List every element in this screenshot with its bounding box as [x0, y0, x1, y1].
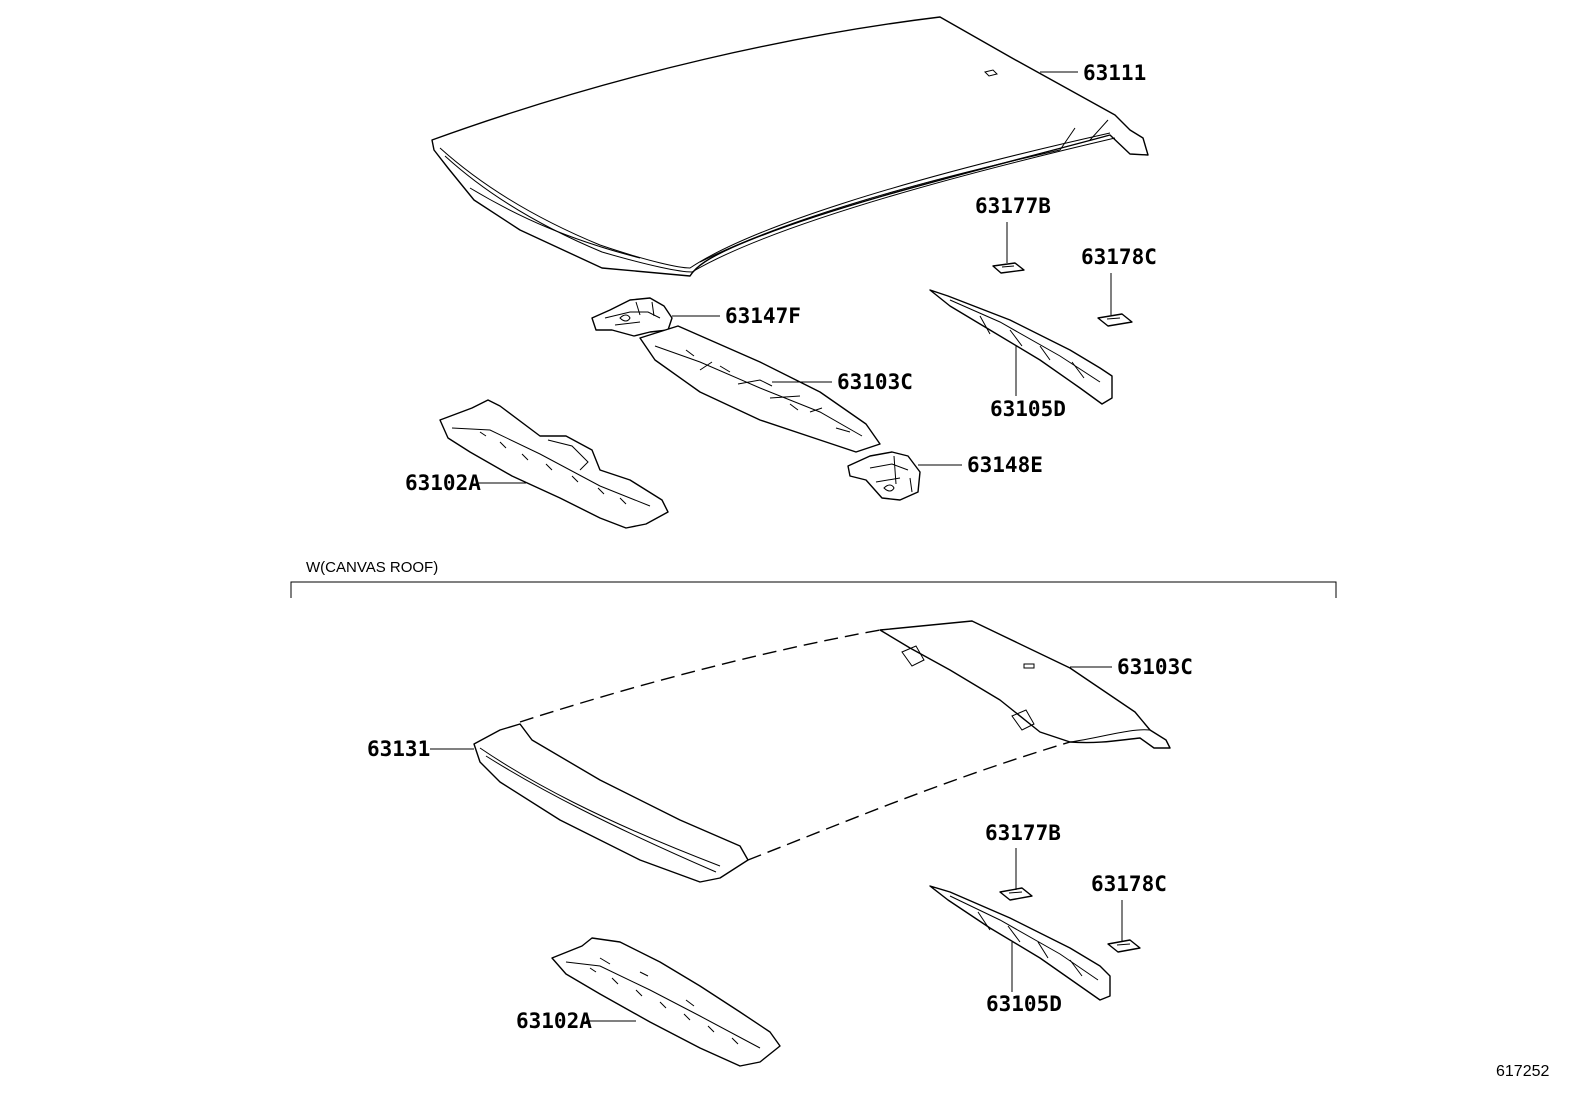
pad-63177B-bottom[interactable]	[999, 887, 1033, 901]
header-panel-63102A-bottom[interactable]	[551, 937, 781, 1067]
callout-63178C-bottom[interactable]: 63178C	[1091, 872, 1167, 896]
rail-63105D-top[interactable]	[929, 289, 1113, 405]
rear-roof-panel-63103C-bottom[interactable]	[879, 620, 1171, 749]
roof-panel-63111[interactable]	[431, 16, 1149, 277]
callout-63111[interactable]: 63111	[1083, 61, 1146, 85]
callout-63102A-top[interactable]: 63102A	[405, 471, 481, 495]
callout-63105D-bottom[interactable]: 63105D	[986, 992, 1062, 1016]
canvas-roof-outline	[519, 629, 881, 723]
callout-63148E[interactable]: 63148E	[967, 453, 1043, 477]
diagram-reference-number: 617252	[1496, 1063, 1549, 1080]
front-header-63131[interactable]	[473, 723, 749, 883]
section-bracket	[290, 581, 1337, 598]
callout-63147F[interactable]: 63147F	[725, 304, 801, 328]
pad-63178C-top[interactable]	[1097, 313, 1133, 327]
callout-63178C-top[interactable]: 63178C	[1081, 245, 1157, 269]
bracket-63148E[interactable]	[847, 451, 921, 501]
callout-63177B-top[interactable]: 63177B	[975, 194, 1051, 218]
callout-63105D-top[interactable]: 63105D	[990, 397, 1066, 421]
callout-63102A-bottom[interactable]: 63102A	[516, 1009, 592, 1033]
callout-63177B-bottom[interactable]: 63177B	[985, 821, 1061, 845]
roof-bow-63103C-top[interactable]	[639, 325, 881, 453]
pad-63178C-bottom[interactable]	[1107, 939, 1141, 953]
rail-63105D-bottom[interactable]	[929, 885, 1111, 1001]
callout-63131[interactable]: 63131	[367, 737, 430, 761]
callout-63103C-top[interactable]: 63103C	[837, 370, 913, 394]
pad-63177B-top[interactable]	[992, 262, 1025, 274]
canvas-roof-outline-lower	[747, 741, 1071, 861]
header-panel-63102A-top[interactable]	[439, 399, 669, 529]
bracket-63147F[interactable]	[591, 297, 673, 337]
section-label-canvas-roof: W(CANVAS ROOF)	[306, 559, 438, 576]
callout-63103C-bottom[interactable]: 63103C	[1117, 655, 1193, 679]
